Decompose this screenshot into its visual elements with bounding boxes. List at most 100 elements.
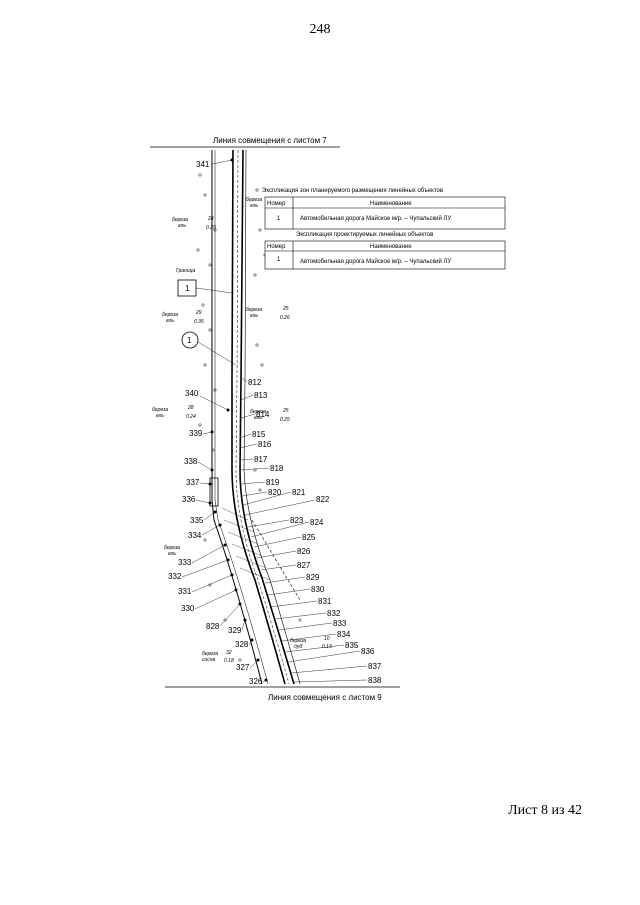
map-label: 1 xyxy=(277,257,281,263)
map-label: 337 xyxy=(186,478,200,487)
map-label: 814 xyxy=(256,410,270,419)
boundary-label: Граница xyxy=(176,268,196,274)
map-label: 340 xyxy=(185,389,199,398)
map-label: 333 xyxy=(178,558,192,567)
map-label: 338 xyxy=(184,457,198,466)
map-label: 824 xyxy=(310,518,324,527)
map-label: береза xyxy=(162,312,178,318)
map-label: береза xyxy=(246,197,262,203)
map-label: 815 xyxy=(252,430,266,439)
map-label: 1 xyxy=(277,216,281,222)
map-label: 0.29 xyxy=(206,225,216,231)
zone-boundary-left xyxy=(211,150,263,685)
table-objects-title: Экспликация проектируемых линейных объек… xyxy=(296,231,433,238)
page-number: 248 xyxy=(309,22,331,37)
map-label: 819 xyxy=(266,478,280,487)
survey-point: 830 xyxy=(267,585,325,596)
map-label: сосна xyxy=(202,657,216,663)
map-label: 32 xyxy=(226,650,232,656)
survey-point: 337 xyxy=(186,478,212,487)
survey-point: 326 xyxy=(249,677,268,686)
map-label: 833 xyxy=(333,619,347,628)
map-label: Наименование xyxy=(370,201,412,207)
map-label: береза xyxy=(202,651,218,657)
survey-point: 331 xyxy=(178,573,234,596)
map-label: береза xyxy=(152,407,168,413)
map-label: ель xyxy=(250,313,258,319)
survey-point: 821 xyxy=(242,488,306,506)
zone-marker: 1 xyxy=(185,284,190,293)
map-label: 28 xyxy=(207,216,214,222)
survey-point: 825 xyxy=(253,533,316,548)
map-label: 825 xyxy=(302,533,316,542)
map-label: береза xyxy=(246,307,262,313)
survey-point: 329 xyxy=(228,618,247,635)
map-label: 28 xyxy=(187,405,194,411)
object-marker-circle xyxy=(181,331,199,349)
map-label: ель xyxy=(166,318,174,324)
road-edge-right xyxy=(239,149,295,685)
map-label: 336 xyxy=(182,495,196,504)
map-label: береза xyxy=(172,217,188,223)
survey-point: 335 xyxy=(190,510,217,525)
map-label: 329 xyxy=(228,626,242,635)
survey-point: 834 xyxy=(281,630,351,642)
road-center xyxy=(235,149,290,685)
map-label: 0.24 xyxy=(186,414,196,420)
map-label: 331 xyxy=(178,587,192,596)
map-label: 823 xyxy=(290,516,304,525)
table-zones-title: Экспликация зон планируемого размещения … xyxy=(262,187,443,194)
survey-point: 828 xyxy=(206,602,242,631)
survey-point: 827 xyxy=(260,561,311,571)
survey-point: 816 xyxy=(239,440,272,449)
map-label: 327 xyxy=(236,663,250,672)
map-label: дуб xyxy=(294,644,302,650)
dashed-area-boundary xyxy=(251,519,301,601)
hatched-area xyxy=(221,507,271,581)
left-survey-points: 341 340 339 338 337 336 335 334 333 332 … xyxy=(168,158,268,686)
map-label: 0.35 xyxy=(194,319,204,325)
survey-point: 826 xyxy=(256,547,311,559)
table-objects: Экспликация проектируемых линейных объек… xyxy=(264,231,506,270)
survey-point: 823 xyxy=(247,516,304,528)
survey-point: 818 xyxy=(239,464,284,473)
map-label: 822 xyxy=(316,495,330,504)
map-label: 835 xyxy=(345,641,359,650)
survey-point: 813 xyxy=(240,391,268,401)
map-label: 0.18 xyxy=(224,658,234,664)
survey-point: 831 xyxy=(270,597,332,608)
map-label: 831 xyxy=(318,597,332,606)
survey-point: 829 xyxy=(264,573,320,584)
survey-point: 820 xyxy=(241,488,282,497)
map-label: 25 xyxy=(282,306,289,312)
map-label: Автомобильная дорога Майское м/р. – Чупа… xyxy=(300,215,451,222)
map-label: 817 xyxy=(254,455,268,464)
map-label: 335 xyxy=(190,516,204,525)
survey-point: 817 xyxy=(239,455,268,464)
map-label: 0.13 xyxy=(322,644,332,650)
map-label: Автомобильная дорога Майское м/р. – Чупа… xyxy=(300,258,451,265)
map-label: 813 xyxy=(254,391,268,400)
survey-point: 330 xyxy=(181,588,238,613)
bottom-match-line-label: Линия совмещения с листом 9 xyxy=(268,693,382,702)
map-label: 834 xyxy=(337,630,351,639)
map-label: 334 xyxy=(188,531,202,540)
map-label: 332 xyxy=(168,572,182,581)
zone-box xyxy=(209,477,219,507)
map-label: 339 xyxy=(189,429,203,438)
map-label: 812 xyxy=(248,378,262,387)
table-zones: Экспликация зон планируемого размещения … xyxy=(262,187,506,230)
map-label: 837 xyxy=(368,662,382,671)
map-label: береза xyxy=(290,638,306,644)
survey-point: 837 xyxy=(290,662,382,674)
map-label: 0.26 xyxy=(280,315,290,321)
map-label: 828 xyxy=(206,622,220,631)
map-label: береза xyxy=(250,409,266,415)
map-label: 830 xyxy=(311,585,325,594)
